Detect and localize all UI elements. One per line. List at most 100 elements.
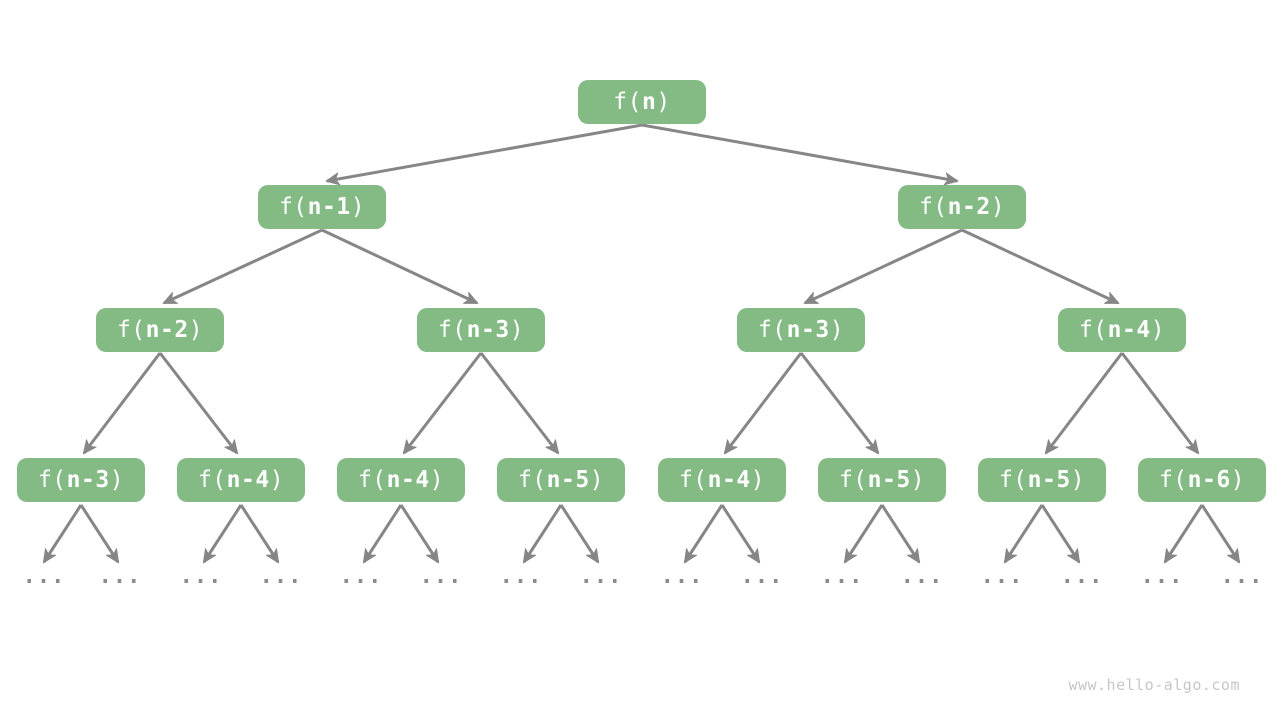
arrow (325, 123, 643, 186)
ellipsis: ... (1060, 564, 1104, 589)
node-label-pre: f( (197, 467, 227, 493)
tree-node-f-n-4: f(n-4) (1058, 308, 1186, 352)
watermark: www.hello-algo.com (1068, 676, 1240, 694)
arrow (559, 504, 600, 564)
node-label-arg: n-5 (1027, 467, 1071, 493)
node-label-arg: n-3 (786, 317, 830, 343)
tree-node-f-n-4: f(n-4) (337, 458, 465, 502)
tree-node-f-n-6: f(n-6) (1138, 458, 1266, 502)
ellipsis: ... (22, 564, 66, 589)
node-label-arg: n-1 (307, 194, 351, 220)
arrow (162, 228, 323, 305)
node-label-pre: f( (437, 317, 467, 343)
arrow (42, 504, 83, 564)
ellipsis: ... (900, 564, 944, 589)
tree-node-f-n-5: f(n-5) (978, 458, 1106, 502)
node-label-pre: f( (357, 467, 387, 493)
arrow (362, 504, 403, 564)
node-label-arg: n-4 (1107, 317, 1151, 343)
node-label-post: ) (656, 89, 671, 115)
node-label-pre: f( (37, 467, 67, 493)
node-label-pre: f( (613, 89, 642, 115)
ellipsis: ... (820, 564, 864, 589)
arrow (799, 352, 880, 455)
tree-node-f-n-3: f(n-3) (17, 458, 145, 502)
node-label-post: ) (1150, 317, 1166, 343)
node-label-pre: f( (838, 467, 868, 493)
arrow (803, 228, 963, 305)
node-label-pre: f( (517, 467, 547, 493)
node-label-pre: f( (757, 317, 787, 343)
tree-node-f-n-4: f(n-4) (177, 458, 305, 502)
node-label-arg: n-6 (1187, 467, 1231, 493)
ellipsis: ... (579, 564, 623, 589)
tree-node-f-n-2: f(n-2) (898, 185, 1026, 229)
arrow (321, 228, 479, 305)
node-label-post: ) (829, 317, 845, 343)
node-label-arg: n (641, 89, 657, 115)
node-label-pre: f( (1158, 467, 1188, 493)
node-label-arg: n-4 (386, 467, 430, 493)
arrow (961, 228, 1120, 305)
ellipsis: ... (1220, 564, 1264, 589)
arrow (1120, 352, 1200, 455)
arrow (880, 504, 921, 564)
tree-node-f-n-2: f(n-2) (96, 308, 224, 352)
node-label-post: ) (429, 467, 445, 493)
node-label-post: ) (1070, 467, 1086, 493)
node-label-arg: n-5 (867, 467, 911, 493)
arrow (683, 504, 724, 564)
ellipsis: ... (179, 564, 223, 589)
arrow (1163, 504, 1204, 564)
node-label-pre: f( (918, 194, 948, 220)
ellipsis: ... (740, 564, 784, 589)
arrow (723, 352, 803, 455)
ellipsis: ... (660, 564, 704, 589)
ellipsis: ... (1140, 564, 1184, 589)
arrow (1040, 504, 1081, 564)
node-label-post: ) (109, 467, 125, 493)
node-label-post: ) (269, 467, 285, 493)
arrow (399, 504, 440, 564)
arrow (843, 504, 884, 564)
node-label-post: ) (750, 467, 766, 493)
node-label-arg: n-3 (466, 317, 510, 343)
arrow (158, 352, 239, 455)
arrow (79, 504, 120, 564)
node-label-post: ) (188, 317, 204, 343)
node-label-post: ) (350, 194, 366, 220)
node-label-arg: n-2 (947, 194, 991, 220)
ellipsis: ... (339, 564, 383, 589)
node-label-arg: n-3 (66, 467, 110, 493)
arrow (202, 504, 243, 564)
arrow (402, 352, 483, 455)
arrow (82, 352, 162, 455)
arrow (522, 504, 563, 564)
node-label-pre: f( (678, 467, 708, 493)
tree-node-f-n-1: f(n-1) (258, 185, 386, 229)
node-label-post: ) (990, 194, 1006, 220)
arrow (1200, 504, 1241, 564)
tree-node-f-n-4: f(n-4) (658, 458, 786, 502)
arrow (720, 504, 761, 564)
ellipsis: ... (259, 564, 303, 589)
node-label-post: ) (509, 317, 525, 343)
ellipsis: ... (419, 564, 463, 589)
node-label-pre: f( (278, 194, 308, 220)
node-label-arg: n-4 (226, 467, 270, 493)
arrow (1003, 504, 1044, 564)
node-label-pre: f( (116, 317, 146, 343)
node-label-post: ) (1230, 467, 1246, 493)
tree-node-f-n-5: f(n-5) (818, 458, 946, 502)
node-label-arg: n-2 (145, 317, 189, 343)
ellipsis: ... (98, 564, 142, 589)
tree-node-f-n-5: f(n-5) (497, 458, 625, 502)
node-label-arg: n-5 (546, 467, 590, 493)
arrow (239, 504, 280, 564)
node-label-post: ) (589, 467, 605, 493)
tree-node-f-n: f(n) (578, 80, 706, 124)
node-label-pre: f( (1078, 317, 1108, 343)
arrow (1044, 352, 1124, 455)
arrow (641, 123, 959, 186)
